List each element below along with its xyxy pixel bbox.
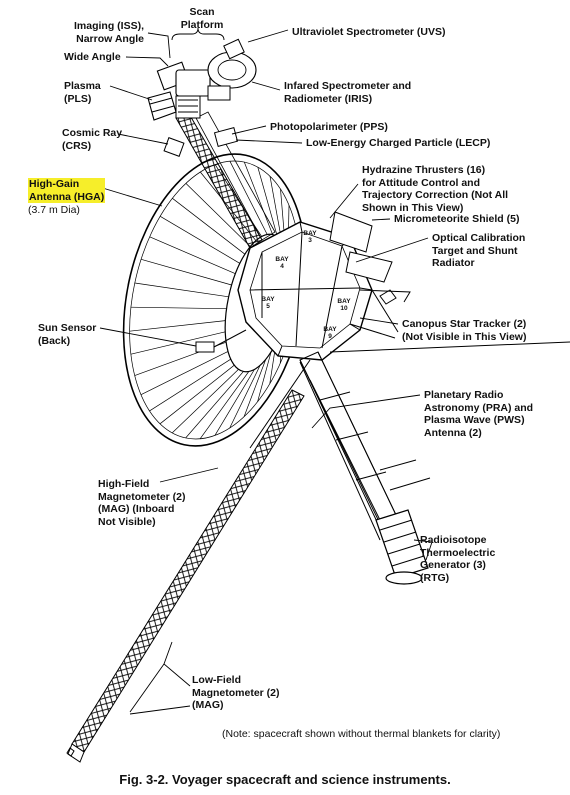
dish-rib	[129, 320, 226, 332]
magnetometer-boom	[66, 389, 305, 763]
label-micrometeorite-shield: Micrometeorite Shield (5)	[394, 213, 520, 225]
label-pra-pws-antenna: Planetary Radio Astronomy (PRA) and Plas…	[424, 389, 534, 439]
label-high-gain-antenna: High-Gain Antenna (HGA)	[28, 178, 106, 203]
dish-rib	[185, 183, 251, 247]
dish-rib	[130, 306, 227, 310]
rtg-boom	[299, 351, 431, 585]
dish-rib	[229, 161, 268, 235]
pra-pws-antennas	[249, 341, 570, 449]
dish-rib	[243, 359, 267, 417]
label-plasma: Plasma (PLS)	[64, 80, 101, 105]
dish-rib	[149, 358, 231, 412]
bay-5-label: BAY 5	[261, 296, 275, 310]
label-imaging-iss: Imaging (ISS), Narrow Angle	[73, 20, 144, 45]
leader-lines	[95, 27, 433, 715]
dish-rib	[199, 371, 250, 440]
label-hydrazine-thrusters: Hydrazine Thrusters (16) for Attitude Co…	[362, 164, 509, 214]
dish-rib	[159, 364, 235, 425]
label-iris: Infared Spectrometer and Radiometer (IRI…	[284, 80, 412, 105]
dish-rib	[149, 236, 236, 275]
spacecraft-bus	[237, 211, 411, 361]
dish-rib	[229, 365, 261, 429]
dish-rib	[160, 215, 241, 264]
label-low-field-magnetometer: Low-Field Magnetometer (2) (MAG)	[192, 674, 280, 711]
note-thermal-blankets: (Note: spacecraft shown without thermal …	[222, 728, 501, 740]
label-canopus-star-tracker: Canopus Star Tracker (2) (Not Visible in…	[402, 318, 527, 343]
label-lecp: Low-Energy Charged Particle (LECP)	[306, 137, 491, 149]
label-high-field-magnetometer: High-Field Magnetometer (2) (MAG) (Inboa…	[98, 478, 186, 528]
bay-4-label: BAY 4	[275, 256, 289, 270]
label-uvs: Ultraviolet Spectrometer (UVS)	[292, 26, 446, 38]
sun-sensor	[195, 329, 247, 353]
dish-rib	[134, 282, 229, 298]
dish-rib	[257, 351, 272, 402]
dish-rib	[185, 371, 244, 439]
dish-rib	[269, 176, 283, 241]
label-wide-angle: Wide Angle	[64, 51, 121, 63]
figure-caption: Fig. 3-2. Voyager spacecraft and science…	[119, 772, 451, 787]
label-sun-sensor: Sun Sensor (Back)	[38, 322, 97, 347]
label-cosmic-ray: Cosmic Ray (CRS)	[62, 127, 123, 152]
bay-9-label: BAY 9	[323, 326, 337, 340]
scan-platform	[147, 38, 257, 157]
dish-rib	[141, 258, 232, 286]
label-rtg: Radioisotope Thermoelectric Generator (3…	[420, 534, 496, 584]
dish-rib	[243, 161, 273, 235]
label-hga-diameter: (3.7 m Dia)	[28, 204, 80, 216]
label-optical-calibration: Optical Calibration Target and Shunt Rad…	[432, 232, 526, 269]
bay-3-label: BAY 3	[303, 230, 317, 244]
dish-rib	[140, 351, 229, 396]
label-scan-platform: Scan Platform	[180, 6, 224, 31]
dish-rib	[172, 198, 246, 255]
label-pps: Photopolarimeter (PPS)	[270, 121, 388, 133]
dish-rib	[257, 167, 278, 237]
dish-rib	[214, 369, 255, 436]
bay-10-label: BAY 10	[337, 298, 351, 312]
dish-rib	[171, 369, 239, 434]
